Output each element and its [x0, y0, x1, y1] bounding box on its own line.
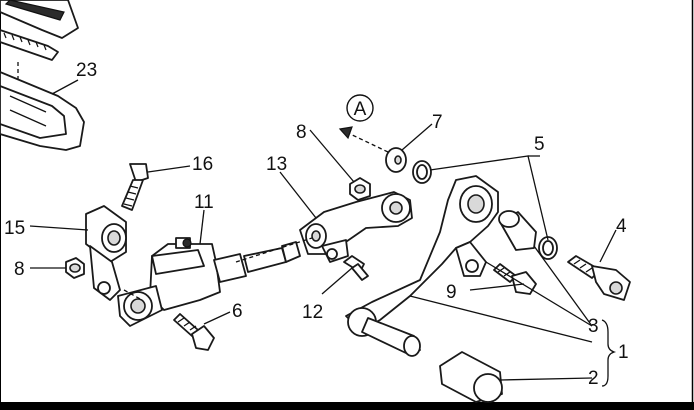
part-13-linkage	[299, 191, 413, 263]
label-16: 16	[192, 154, 213, 175]
label-7: 7	[432, 112, 443, 133]
part-3-bushing	[498, 210, 537, 251]
label-8-left: 8	[14, 259, 25, 280]
part-6-bolt	[173, 313, 215, 351]
part-12-bolt	[343, 255, 369, 281]
part-2-rubber	[439, 351, 503, 403]
label-5: 5	[534, 134, 545, 155]
label-3: 3	[588, 316, 599, 337]
part-7-washer	[385, 147, 407, 173]
part-5-seal-lower	[538, 236, 558, 260]
part-11-master-cylinder	[117, 237, 301, 327]
label-8-right: 8	[296, 122, 307, 143]
part-8-nut-right	[349, 177, 371, 201]
detail-a-circle	[346, 94, 374, 122]
label-11: 11	[194, 192, 214, 213]
part-8-nut-left	[65, 257, 85, 279]
label-23: 23	[76, 60, 97, 81]
label-4: 4	[616, 216, 627, 237]
label-13: 13	[266, 154, 287, 175]
part-1-gear-lever	[345, 175, 499, 357]
part-23-footrest	[0, 0, 85, 151]
label-12: 12	[302, 302, 323, 323]
bottom-bar	[0, 402, 694, 410]
part-15-clevis	[85, 205, 127, 301]
label-6: 6	[232, 301, 243, 322]
label-2: 2	[588, 368, 599, 389]
label-detail-a: A	[354, 99, 367, 120]
leader-lines	[29, 79, 617, 387]
label-1: 1	[618, 342, 629, 363]
part-4-pivot-bolt	[567, 255, 631, 301]
part-5-seal-upper	[412, 160, 432, 184]
label-9: 9	[446, 282, 457, 303]
label-15: 15	[4, 218, 25, 239]
part-16-bolt	[121, 163, 149, 211]
